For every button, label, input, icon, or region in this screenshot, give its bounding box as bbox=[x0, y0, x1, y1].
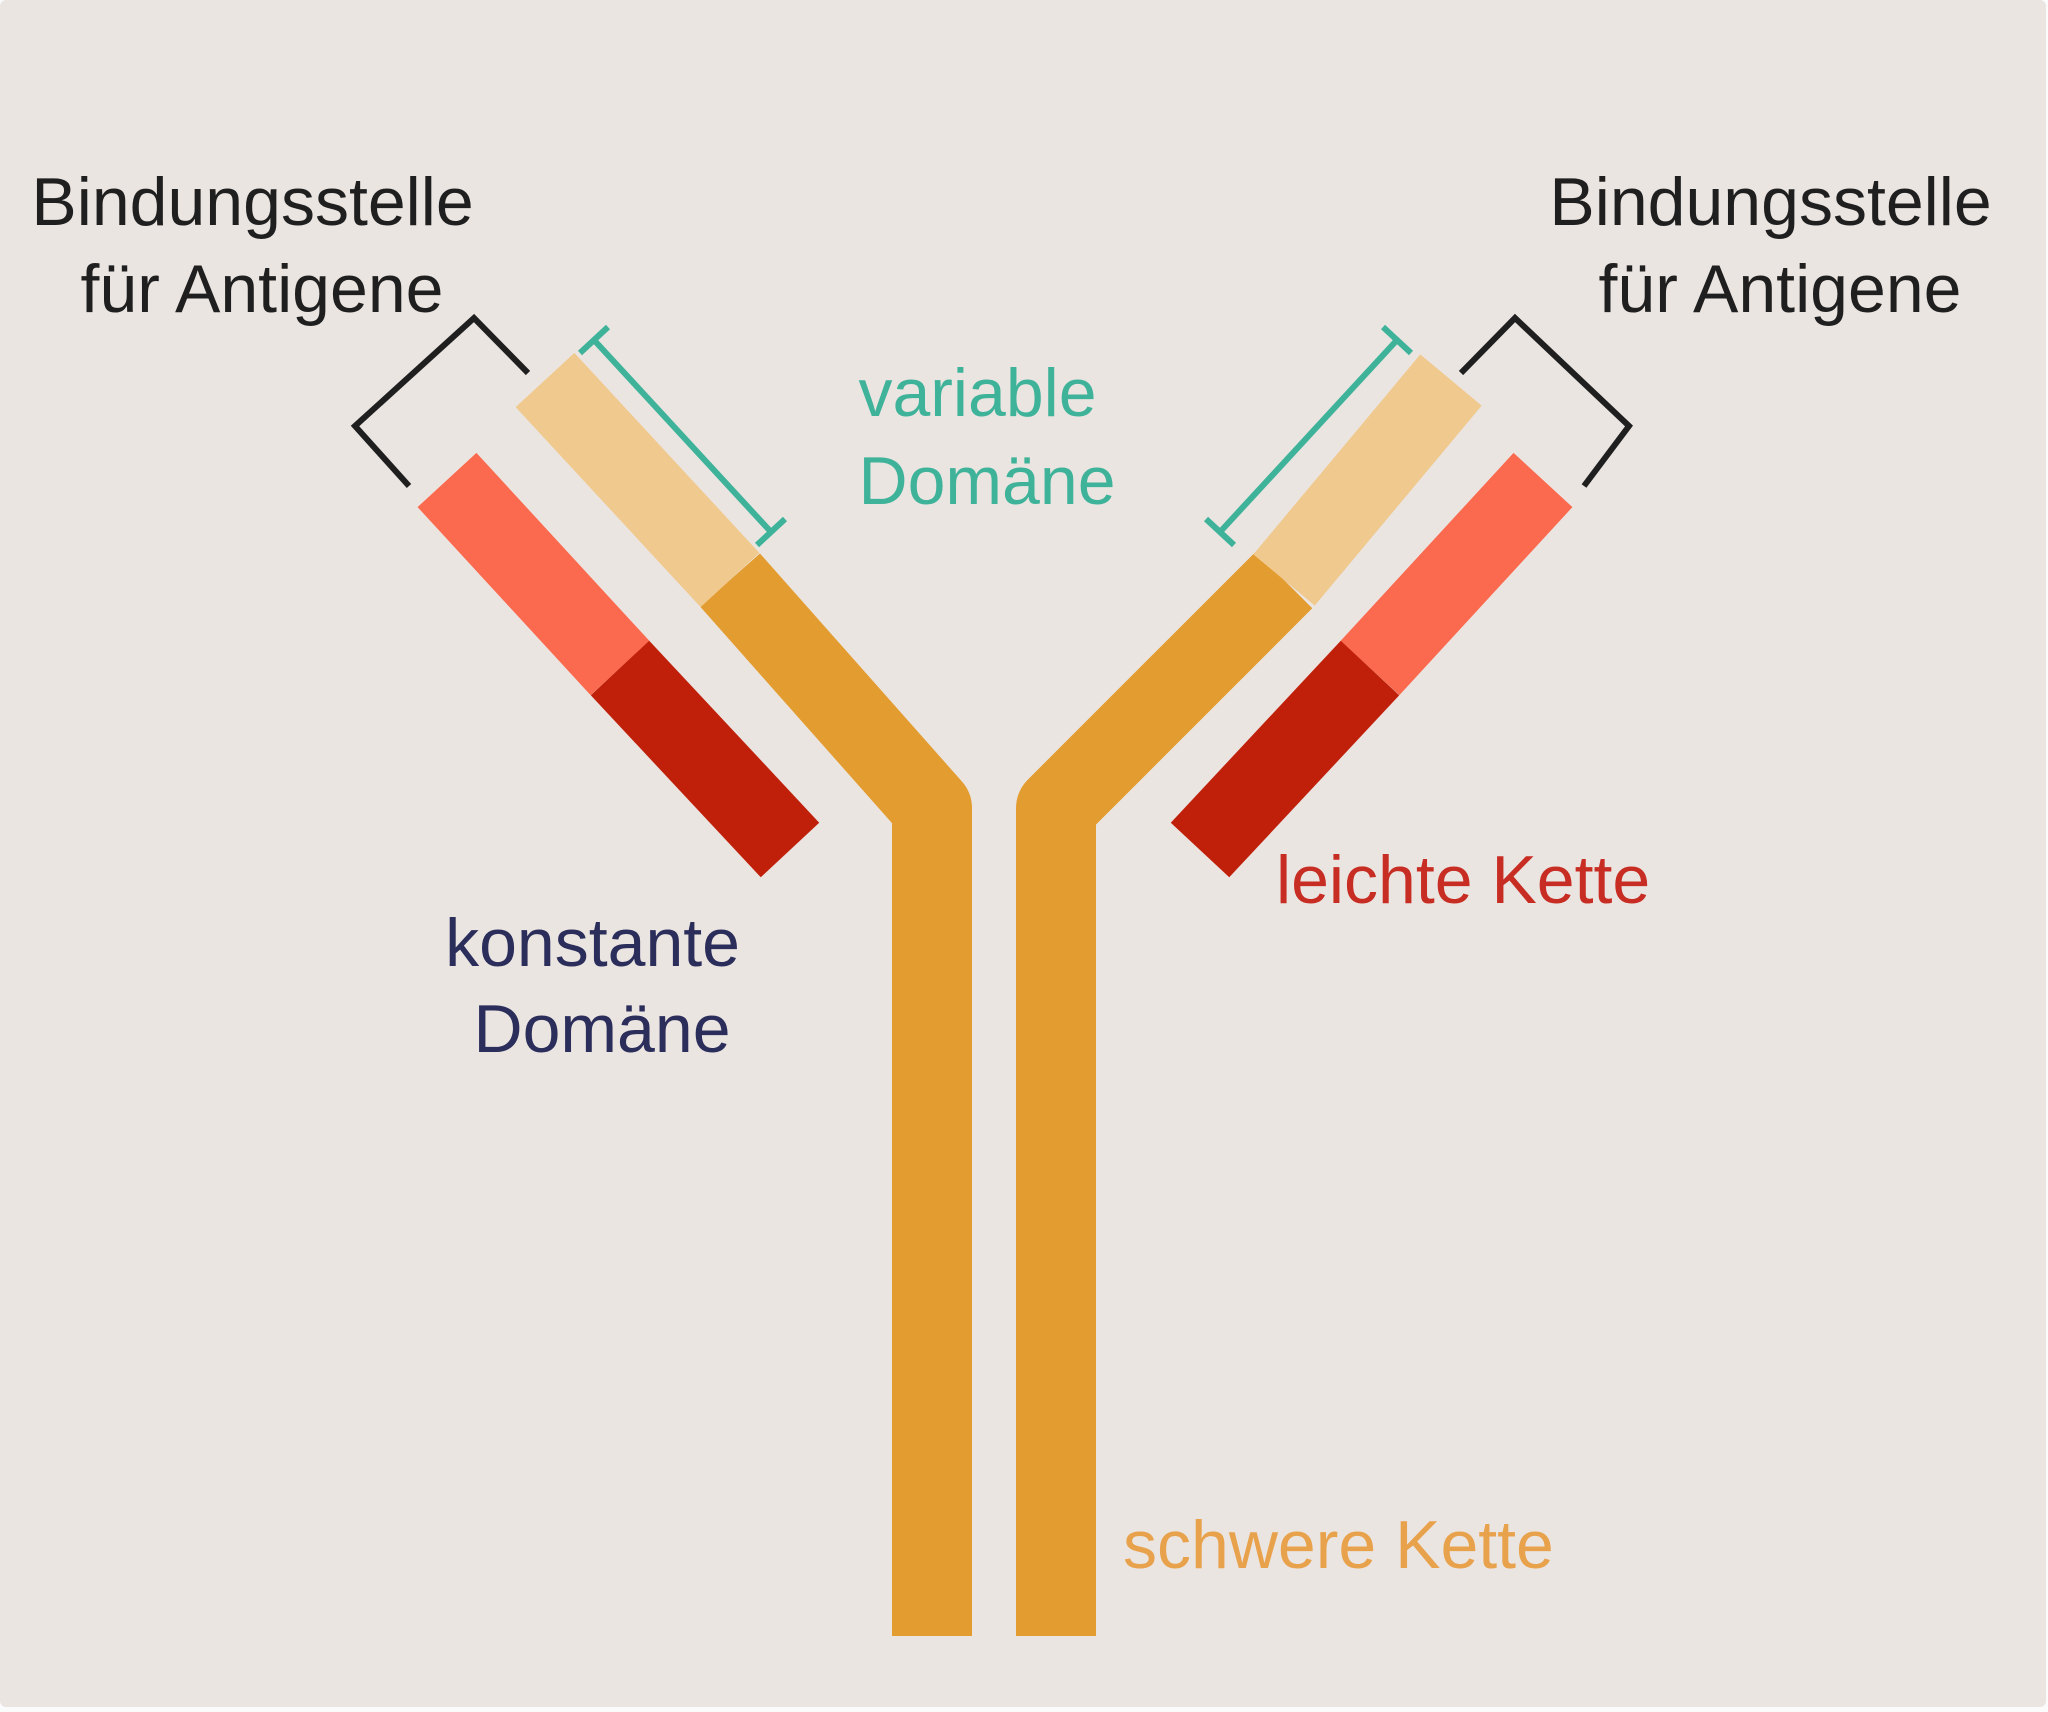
binding-site-bracket-left bbox=[350, 313, 531, 489]
variable-domain-bracket-left bbox=[577, 324, 788, 548]
light-constant-domain-right bbox=[1170, 640, 1400, 878]
heavy-chain-right bbox=[1016, 551, 1313, 1636]
light-constant-domain-left bbox=[590, 640, 820, 878]
variable-domain-label: variable Domäne bbox=[858, 355, 1115, 519]
light-chain-label: leichte Kette bbox=[1276, 842, 1650, 918]
binding-site-bracket-right bbox=[1458, 313, 1634, 488]
light-variable-domain-right bbox=[1340, 452, 1573, 696]
binding-site-label-left: Bindungsstelle für Antigene bbox=[31, 164, 492, 327]
binding-site-label-right: Bindungsstelle für Antigene bbox=[1549, 164, 2010, 327]
heavy-variable-domain-right bbox=[1253, 354, 1482, 606]
light-variable-domain-left bbox=[417, 452, 650, 696]
heavy-variable-domain-left bbox=[515, 352, 760, 608]
constant-domain-label: konstante Domäne bbox=[445, 905, 759, 1067]
heavy-chain-label: schwere Kette bbox=[1123, 1507, 1554, 1583]
heavy-chain-left bbox=[700, 553, 972, 1636]
variable-domain-bracket-right bbox=[1203, 324, 1414, 548]
